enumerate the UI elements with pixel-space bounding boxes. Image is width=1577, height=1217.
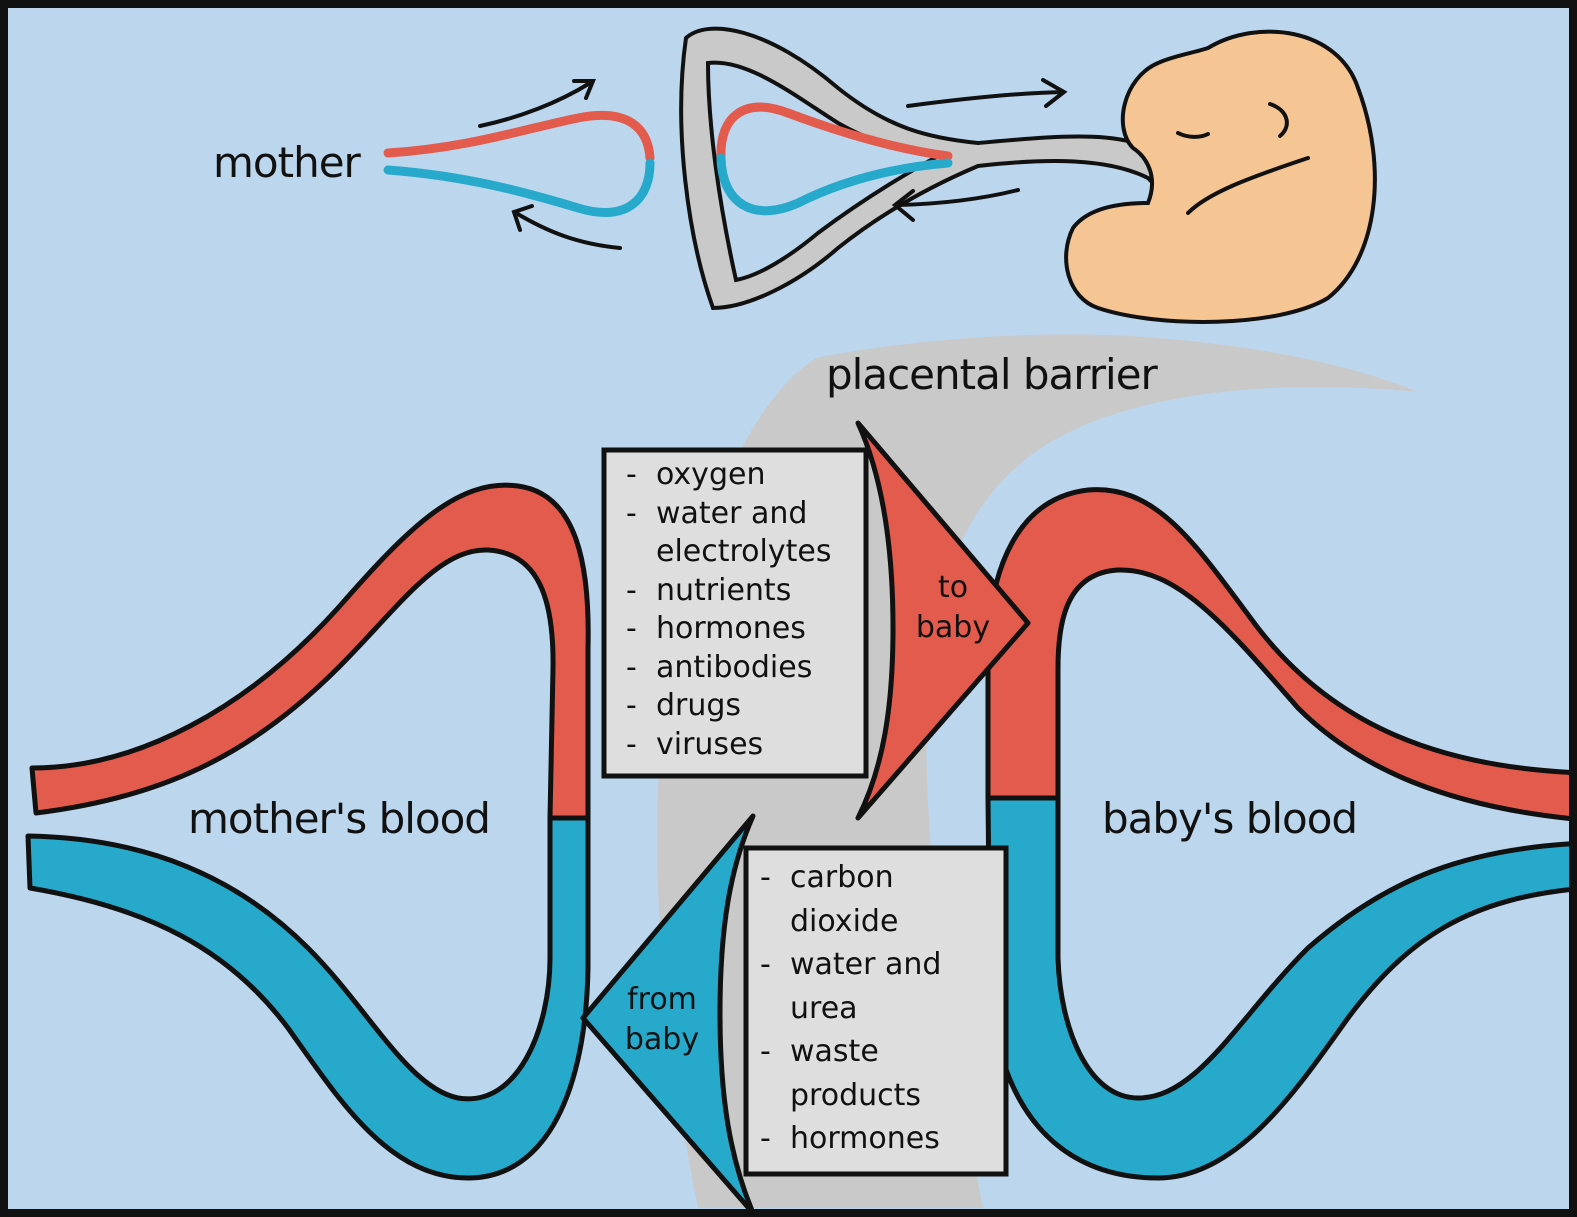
- fetus-icon: [1066, 32, 1375, 322]
- to-baby-list-item: nutrients: [620, 572, 860, 611]
- from-baby-list-item: hormones: [754, 1117, 999, 1161]
- from-baby-list-item: waste products: [754, 1030, 999, 1117]
- placental-barrier-label: placental barrier: [826, 350, 1157, 399]
- mother-small-vessel-oxygenated: [388, 115, 650, 158]
- baby-artery-blue: [988, 798, 1577, 1178]
- mother-artery-red: [32, 485, 588, 818]
- to-baby-list-item: water and electrolytes: [620, 495, 860, 572]
- to-baby-list-item: viruses: [620, 726, 860, 765]
- overview-illustration: [388, 29, 1375, 322]
- baby-vein-red: [988, 490, 1577, 820]
- mother-small-vessel-deoxygenated: [388, 163, 650, 212]
- mothers-blood-label: mother's blood: [188, 794, 490, 843]
- to-baby-label: to baby: [908, 568, 998, 648]
- babys-blood-label: baby's blood: [1102, 794, 1357, 843]
- from-baby-substance-list: carbon dioxidewater and ureawaste produc…: [754, 856, 999, 1161]
- to-baby-list-item: oxygen: [620, 456, 860, 495]
- to-baby-list-item: drugs: [620, 687, 860, 726]
- to-baby-list-item: antibodies: [620, 649, 860, 688]
- mother-vein-blue: [28, 818, 588, 1178]
- mother-label: mother: [213, 138, 360, 187]
- to-baby-substance-list: oxygenwater and electrolytesnutrientshor…: [620, 456, 860, 764]
- from-baby-list-item: water and urea: [754, 943, 999, 1030]
- from-baby-label: from baby: [614, 980, 710, 1060]
- from-baby-list-item: carbon dioxide: [754, 856, 999, 943]
- to-baby-list-item: hormones: [620, 610, 860, 649]
- to-fetus-arrow-icon: [908, 80, 1064, 106]
